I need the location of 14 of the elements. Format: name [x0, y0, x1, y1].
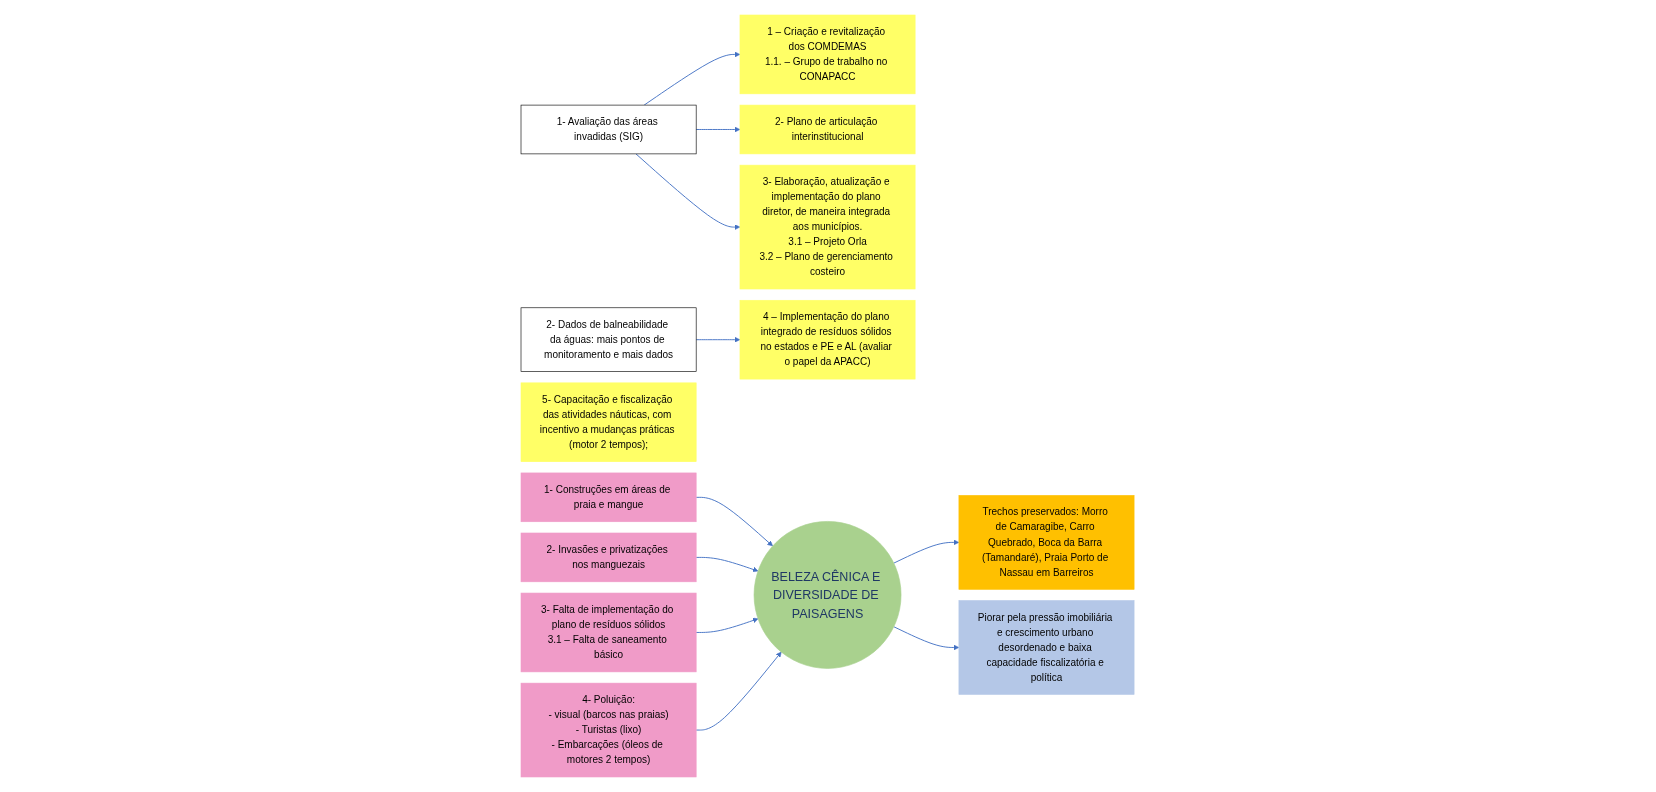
node-box: 1- Construções em áreas de praia e mangue: [521, 472, 697, 523]
node-box: 2- Dados de balneabilidade da águas: mais pontos de monitoramento e mais dados: [521, 307, 697, 372]
node-box: 5- Capacitação e fiscalização das atividades náuticas, com incentivo a mudanças práticas (motor 2 tempos);: [521, 382, 697, 462]
node-box: Trechos preservados: Morro de Camaragibe, Carro Quebrado, Boca da Barra (Tamandaré), Praia Porto de Nassau em Barreiros: [959, 495, 1135, 590]
node-box: 3- Falta de implementação do plano de resíduos sólidos 3.1 – Falta de saneamento básico: [521, 592, 697, 673]
node-box: 1- Avaliação das áreas invadidas (SIG): [521, 104, 697, 155]
node-box: 2- Invasões e privatizações nos manguezais: [521, 532, 697, 583]
node-box: 3- Elaboração, atualização e implementação do plano diretor, de maneira integrada aos municípios. 3.1 – Projeto Orla 3.2 – Plano de gerenciamento costeiro: [740, 164, 916, 290]
node-box: 4- Poluição: - visual (barcos nas praias) - Turistas (lixo) - Embarcações (óleos de motores 2 tempos): [521, 682, 697, 778]
node-box: 2- Plano de articulação interinstitucional: [740, 104, 916, 155]
node-box: Piorar pela pressão imobiliária e crescimento urbano desordenado e baixa capacidade fiscalizatória e política: [959, 600, 1135, 695]
node-box: 4 – Implementação do plano integrado de resíduos sólidos no estados e PE e AL (avaliar o papel da APACC): [740, 299, 916, 380]
node-circle: BELEZA CÊNICA E DIVERSIDADE DE PAISAGENS: [754, 521, 902, 669]
node-box: 1 – Criação e revitalização dos COMDEMAS 1.1. – Grupo de trabalho no CONAPACC: [740, 14, 916, 95]
